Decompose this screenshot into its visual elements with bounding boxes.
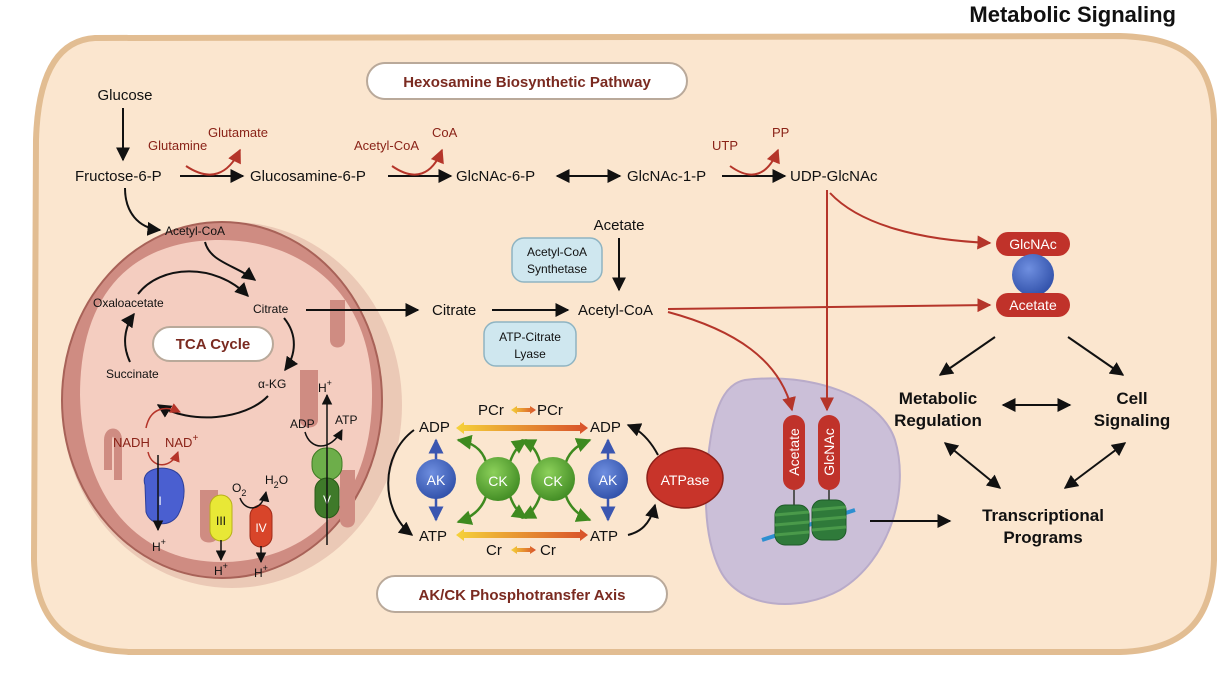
signaling-acetate-pill: Acetate [996,293,1070,317]
signaling-protein [1012,254,1054,296]
cr-right: Cr [540,542,556,559]
mito-atp-label: ATP [335,413,357,427]
succinate-label: Succinate [106,367,159,381]
svg-text:Acetate: Acetate [786,428,802,476]
utp-label: UTP [712,138,738,153]
hexosamine-pill [366,62,688,100]
ak-left-label: AK [427,472,446,488]
complex-iv-h: H+ [254,563,268,580]
akg-label: α-KG [258,377,286,391]
cyto-acetylcoa-label: Acetyl-CoA [578,302,653,319]
complex-i-h: H+ [152,537,166,554]
akck-atp-right: ATP [590,528,618,545]
svg-text:ATP-Citrate: ATP-Citrate [499,330,561,344]
complex-iii: III [209,494,233,542]
akck-adp-left: ADP [419,419,450,436]
atp-citrate-lyase-box: ATP-Citrate Lyase [483,321,577,367]
atp-bottom-gradient-arrow [456,529,588,541]
glutamine-label: Glutamine [148,138,207,153]
svg-text:Synthetase: Synthetase [527,262,587,276]
nucleus-glcnac-pill: GlcNAc [818,415,840,490]
ck-right-label: CK [543,473,563,489]
cell-signaling-line2: Signaling [1094,411,1171,430]
cr-exchange-arrow [511,546,536,554]
complex-v-h: H+ [318,378,332,395]
metabolic-regulation-line1: Metabolic [899,389,977,408]
glcnac1p-label: GlcNAc-1-P [627,168,706,185]
complex-iv: IV [249,504,273,548]
cr-left: Cr [486,542,502,559]
glucose-label: Glucose [97,87,152,104]
ak-right [588,459,628,499]
nucleus [704,377,901,605]
complex-i: I [143,467,185,525]
pp-label: PP [772,125,789,140]
ak-right-label: AK [599,472,618,488]
acetylcoa-synthetase-box: Acetyl-CoA Synthetase [511,237,603,283]
mito-citrate-label: Citrate [253,302,289,316]
glcnac6p-label: GlcNAc-6-P [456,168,535,185]
svg-text:IV: IV [255,521,266,535]
udpglcnac-label: UDP-GlcNAc [790,168,878,185]
hexosamine-label: Hexosamine Biosynthetic Pathway [403,74,651,91]
transcriptional-line1: Transcriptional [982,506,1104,525]
atpase [646,447,724,509]
hbp-acetylcoa-label: Acetyl-CoA [354,138,419,153]
akck-atp-left: ATP [419,528,447,545]
tca-pill [152,326,274,362]
coa-label: CoA [432,125,458,140]
cyto-citrate-label: Citrate [432,302,476,319]
svg-text:GlcNAc: GlcNAc [821,428,837,475]
glutamate-label: Glutamate [208,125,268,140]
svg-text:Acetate: Acetate [1009,297,1057,313]
akck-label: AK/CK Phosphotransfer Axis [419,587,626,604]
svg-text:Acetyl-CoA: Acetyl-CoA [527,245,587,259]
akck-pill [376,575,668,613]
cyto-acetate-label: Acetate [594,217,645,234]
h2o-label: H2O [265,473,288,490]
akck-adp-right: ADP [590,419,621,436]
ck-left [476,457,520,501]
cell-signaling-line1: Cell [1116,389,1147,408]
atpase-label: ATPase [661,472,710,488]
figure-title: Metabolic Signaling [969,2,1176,27]
nucleus-acetate-pill: Acetate [783,415,805,490]
ak-left [416,459,456,499]
nad-label: NAD+ [165,433,198,450]
svg-text:Lyase: Lyase [514,347,546,361]
metabolic-regulation-line2: Regulation [894,411,982,430]
glucosamine6p-label: Glucosamine-6-P [250,168,366,185]
ck-left-label: CK [488,473,508,489]
adp-top-gradient-arrow [456,422,588,434]
mito-acetylcoa-label: Acetyl-CoA [165,224,225,238]
transcriptional-line2: Programs [1003,528,1082,547]
svg-text:I: I [158,494,161,508]
svg-text:III: III [216,514,226,528]
nadh-label: NADH [113,435,150,450]
pcr-exchange-arrow [511,406,536,414]
signaling-glcnac-pill: GlcNAc [996,232,1070,256]
complex-iii-h: H+ [214,561,228,578]
o2-label: O2 [232,481,246,498]
pcr-left: PCr [478,402,504,419]
svg-text:GlcNAc: GlcNAc [1009,236,1056,252]
ck-right [531,457,575,501]
pcr-right: PCr [537,402,563,419]
nucleosomes [761,499,856,546]
oxaloacetate-label: Oxaloacetate [93,296,164,310]
mito-adp-label: ADP [290,417,315,431]
tca-label: TCA Cycle [176,336,250,353]
fructose6p-label: Fructose-6-P [75,168,162,185]
